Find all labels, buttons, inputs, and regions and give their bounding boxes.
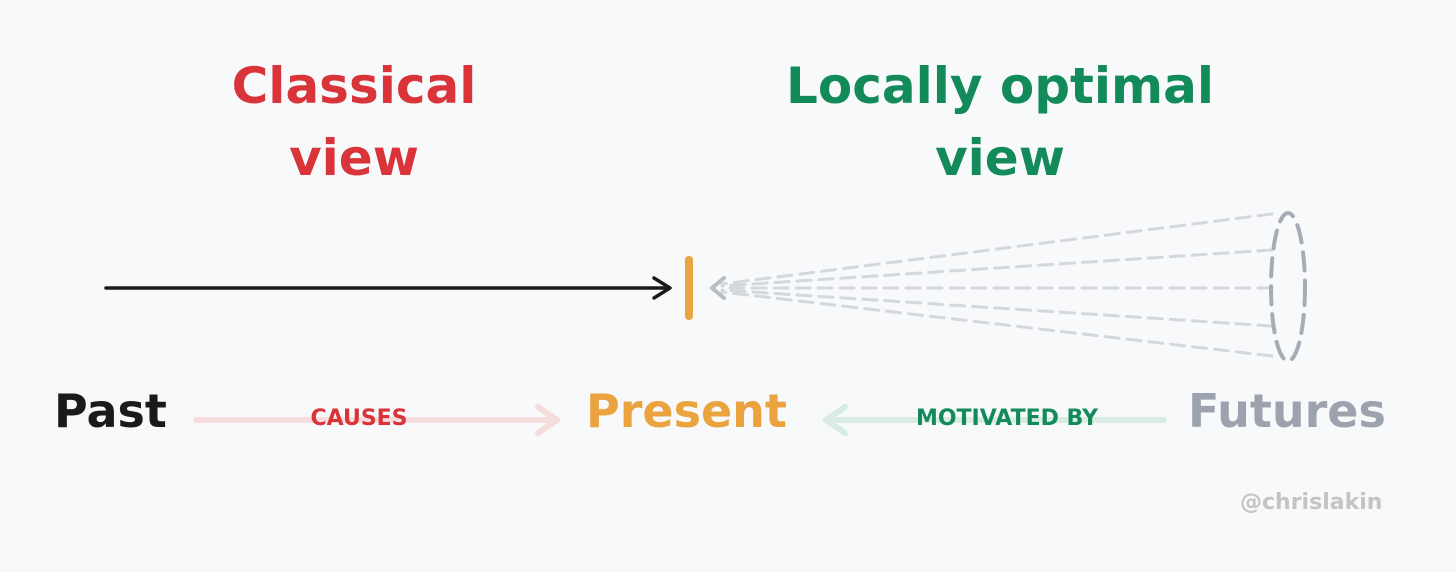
futures-ellipse xyxy=(1269,211,1307,363)
motivated-by-arrowhead xyxy=(823,404,848,436)
future-path xyxy=(720,290,1274,358)
classical-arrowhead xyxy=(652,276,672,300)
futures-label: Futures xyxy=(1188,384,1386,438)
author-credit: @chrislakin xyxy=(1240,490,1383,515)
past-label: Past xyxy=(54,384,167,438)
future-path xyxy=(720,288,1274,328)
future-path xyxy=(720,212,1274,286)
future-paths xyxy=(720,212,1274,358)
causes-label: CAUSES xyxy=(310,406,408,431)
motivated-by-label: MOTIVATED BY xyxy=(915,406,1099,431)
causes-arrowhead xyxy=(535,404,560,436)
present-label: Present xyxy=(586,384,787,438)
future-path xyxy=(720,248,1274,288)
classical-view-title: Classical view xyxy=(231,57,477,187)
locally-optimal-view-title: Locally optimal view xyxy=(785,57,1215,187)
future-paths-arrowhead xyxy=(710,276,726,300)
